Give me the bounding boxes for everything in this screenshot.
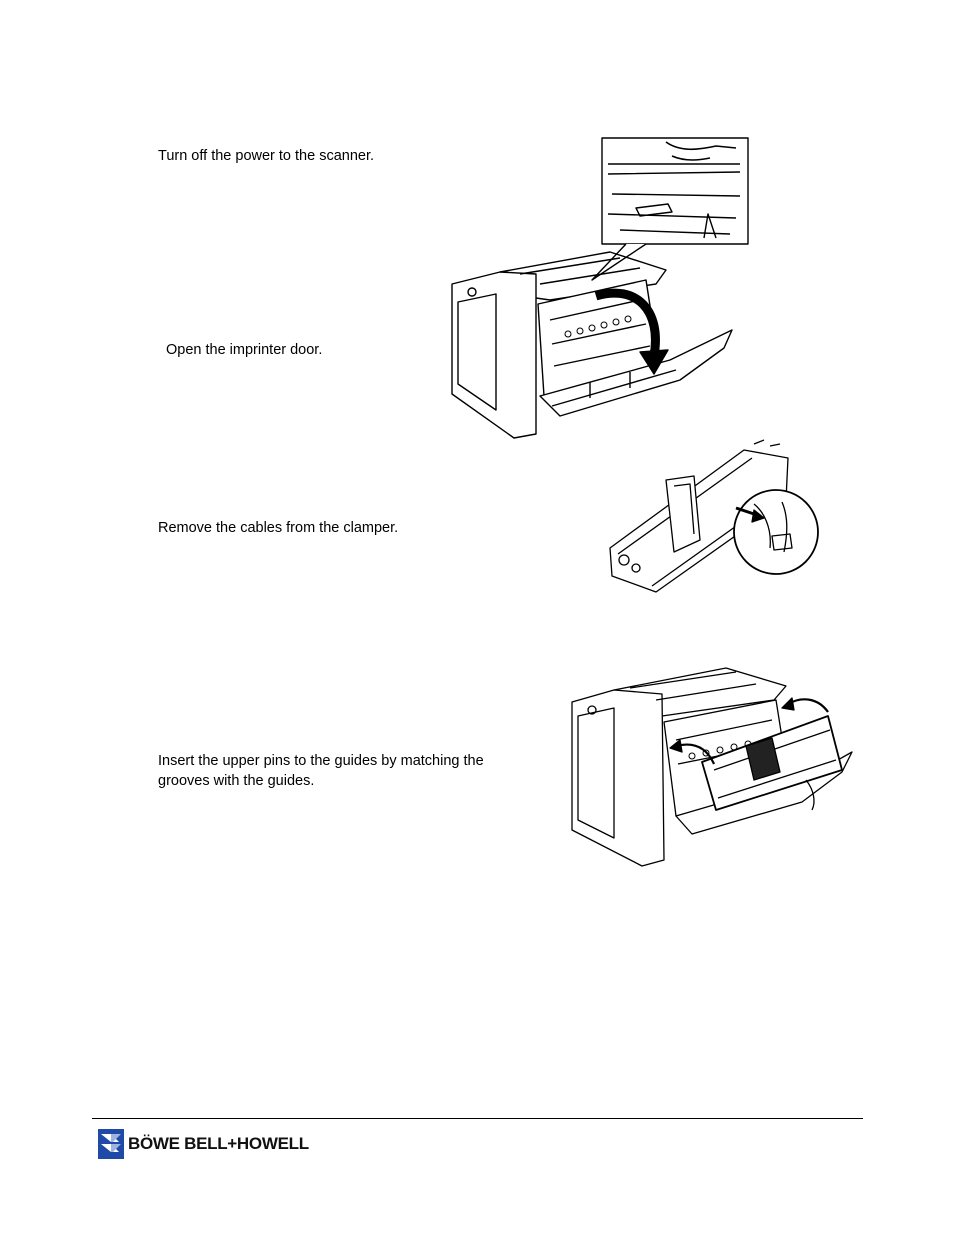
step-4-text: Insert the upper pins to the guides by m…: [158, 753, 484, 789]
step-2-text: Open the imprinter door.: [166, 342, 323, 358]
scanner-open-door-illustration: [440, 134, 760, 439]
bowe-bell-howell-logo-icon: [98, 1129, 124, 1159]
cable-clamper-illustration: [604, 436, 820, 596]
step-3-text: Remove the cables from the clamper.: [158, 520, 399, 536]
brand-logo: BÖWE BELL+HOWELL: [98, 1128, 309, 1160]
footer-divider: [92, 1118, 863, 1119]
brand-name: BÖWE BELL+HOWELL: [128, 1134, 309, 1153]
step-1-text: Turn off the power to the scanner.: [158, 148, 375, 164]
imprinter-insert-illustration: [566, 660, 862, 870]
